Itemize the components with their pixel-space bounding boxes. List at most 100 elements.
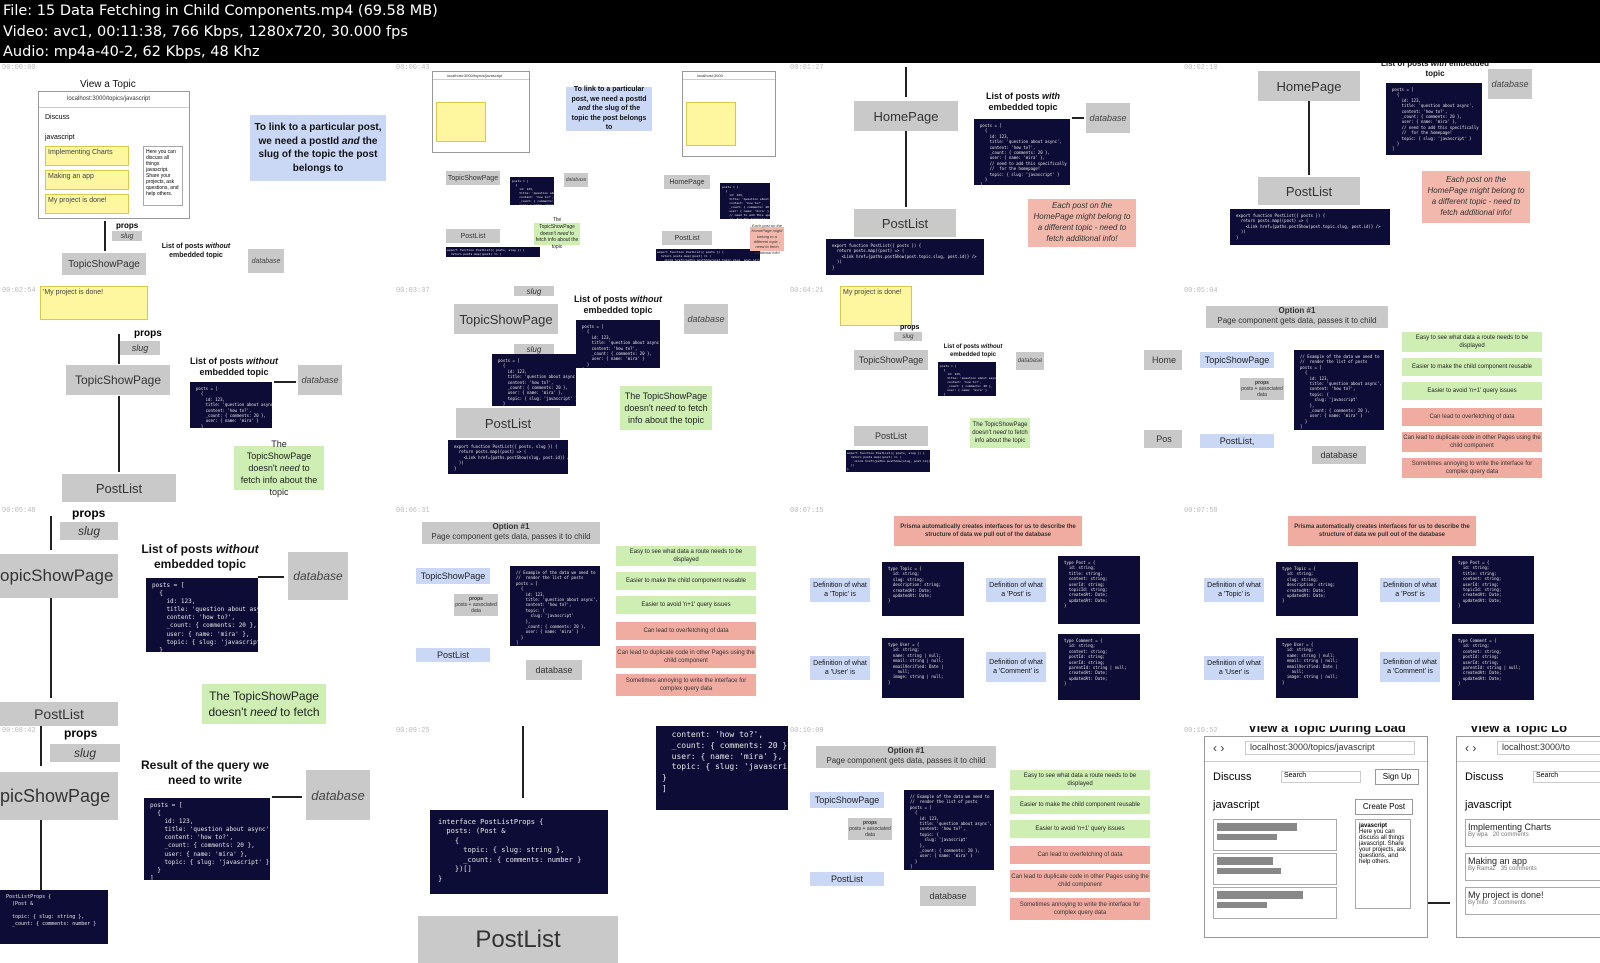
loading-skeleton bbox=[1213, 853, 1337, 885]
file-info-line: File: 15 Data Fetching in Child Componen… bbox=[3, 3, 438, 19]
note-topic-show-page: The TopicShowPage doesn't need to fetch … bbox=[970, 418, 1030, 448]
arrow bbox=[258, 576, 284, 578]
timestamp: 00:05:48 bbox=[2, 507, 36, 515]
thumbnail-tile[interactable]: 00:09:25 content: 'how to?', _count: { c… bbox=[394, 726, 788, 963]
post-list-box: PostList bbox=[456, 408, 560, 438]
thumbnail-tile[interactable]: 00:00:00 View a Topic localhost:3000/top… bbox=[0, 63, 394, 286]
pro-item: Easier to make the child component reusa… bbox=[1010, 796, 1150, 814]
post-item: My project is done! bbox=[45, 194, 129, 214]
pro-item: Easier to make the child component reusa… bbox=[1402, 358, 1542, 376]
code-block: posts = [ { id: 123, title: 'question ab… bbox=[190, 382, 272, 428]
thumbnail-grid: 00:00:00 View a Topic localhost:3000/top… bbox=[0, 63, 1600, 963]
code-block: type Topic = { id: string; slug: string;… bbox=[882, 562, 964, 616]
arrow bbox=[118, 396, 120, 472]
arrow bbox=[274, 381, 296, 383]
database-box: database bbox=[1086, 103, 1130, 133]
create-post-button[interactable]: Create Post bbox=[1355, 799, 1413, 815]
browser-mockup-loaded: ‹ › localhost:3000/to Discuss Search jav… bbox=[1456, 736, 1600, 938]
note-home-page: Each post on the HomePage might belong t… bbox=[1422, 171, 1530, 223]
code-block: export function PostList({ posts, slug }… bbox=[448, 440, 568, 474]
definition-user: Definition of what a 'User' is bbox=[810, 656, 870, 680]
thumbnail-tile[interactable]: 00:07:58 Prisma automatically creates in… bbox=[1182, 506, 1600, 726]
thumbnail-tile[interactable]: 00:10:52 View a Topic During Load ‹ › lo… bbox=[1182, 726, 1600, 963]
topic-show-page-box: TopicShowPage bbox=[446, 171, 500, 185]
database-box: database bbox=[288, 552, 348, 600]
sign-up-button[interactable]: Sign Up bbox=[1375, 769, 1419, 785]
home-page-box: HomePage bbox=[1258, 71, 1360, 101]
code-block: type Topic = { id: string; slug: string;… bbox=[1276, 562, 1358, 616]
note-topic-show-page: The TopicShowPage doesn't need to fetch … bbox=[534, 217, 580, 251]
thumbnail-tile[interactable]: 00:05:48 props slug opicShowPage List of… bbox=[0, 506, 394, 726]
url-input[interactable]: localhost:3000/topics/javascript bbox=[1245, 741, 1415, 755]
code-block: posts = [ { id: 123, title: 'question ab… bbox=[938, 362, 996, 396]
database-box: database bbox=[306, 770, 370, 820]
topic-show-page-box: TopicShowPage bbox=[66, 365, 170, 395]
post-item[interactable]: My project is done!By mito 3 comments bbox=[1465, 887, 1600, 915]
thumbnail-tile[interactable]: 00:03:37 slug TopicShowPage List of post… bbox=[394, 286, 788, 506]
topic-show-page-box: TopicShowPage bbox=[416, 568, 490, 584]
database-box: database bbox=[526, 660, 582, 680]
topic-show-page-box: TopicShowPage bbox=[62, 253, 146, 275]
back-forward-icon[interactable]: ‹ › bbox=[1213, 741, 1225, 755]
code-block: posts = [ { id: 123, title: 'question ab… bbox=[146, 578, 258, 652]
definition-topic: Definition of what a 'Topic' is bbox=[1204, 578, 1264, 602]
topic-show-page-box: TopicShowPage bbox=[1200, 352, 1274, 368]
thumbnail-tile[interactable]: 00:04:21 My project is done! props slug … bbox=[788, 286, 1182, 506]
timestamp: 00:00:43 bbox=[396, 64, 430, 72]
slug-label: slug bbox=[50, 744, 120, 762]
home-page-box: HomePage bbox=[854, 101, 958, 131]
note-topic-show-page: The TopicShowPage doesn't need to fetch bbox=[202, 684, 326, 724]
mockup-title: View a Topic Lo bbox=[1470, 726, 1568, 735]
thumbnail-tile[interactable]: 00:00:43 localhost:3000/topics/javascrip… bbox=[394, 63, 788, 286]
search-input[interactable]: Search bbox=[1281, 771, 1361, 783]
thumbnail-tile[interactable]: 00:08:42 props slug picShowPage Result o… bbox=[0, 726, 394, 963]
con-item: Sometimes annoying to write the interfac… bbox=[616, 674, 756, 696]
pro-item: Easier to avoid 'n+1' query issues bbox=[1402, 382, 1542, 400]
file-info-header: File: 15 Data Fetching in Child Componen… bbox=[0, 0, 1600, 63]
home-page-box: Home bbox=[1144, 350, 1182, 370]
code-block: export function PostList({ posts, slug }… bbox=[846, 450, 930, 472]
nav-bar: ‹ › localhost:3000/to bbox=[1457, 737, 1600, 762]
timestamp: 00:03:37 bbox=[396, 287, 430, 295]
list-label: List of posts without embedded topic bbox=[141, 542, 259, 571]
nav-bar: ‹ › localhost:3000/topics/javascript bbox=[1205, 737, 1427, 762]
timestamp: 00:10:52 bbox=[1184, 727, 1218, 735]
definition-post: Definition of what a 'Post' is bbox=[1380, 578, 1440, 602]
back-forward-icon[interactable]: ‹ › bbox=[1465, 741, 1477, 755]
mockup-title: View a Topic bbox=[80, 79, 136, 90]
code-block: export function PostList({ posts }) { re… bbox=[656, 249, 760, 261]
thumbnail-tile[interactable]: 00:07:15 Prisma automatically creates in… bbox=[788, 506, 1182, 726]
con-item: Sometimes annoying to write the interfac… bbox=[1402, 458, 1542, 478]
thumbnail-tile[interactable]: 00:02:54 'My project is done! props slug… bbox=[0, 286, 394, 506]
timestamp: 00:07:15 bbox=[790, 507, 824, 515]
database-box: database bbox=[1016, 352, 1044, 370]
code-block: posts = [ { id: 123, title: 'question ab… bbox=[492, 354, 576, 406]
timestamp: 00:06:31 bbox=[396, 507, 430, 515]
search-input[interactable]: Search bbox=[1533, 771, 1600, 783]
list-label: List of posts without embedded topic bbox=[190, 356, 278, 378]
database-box: database bbox=[920, 886, 976, 906]
discuss-label: Discuss bbox=[1465, 771, 1504, 783]
prisma-note: Prisma automatically creates interfaces … bbox=[1288, 516, 1476, 546]
code-block: type Post = { id: string; title: string;… bbox=[1058, 556, 1140, 624]
thumbnail-tile[interactable]: 00:01:27 HomePage List of posts with emb… bbox=[788, 63, 1182, 286]
video-info-line: Video: avc1, 00:11:38, 766 Kbps, 1280x72… bbox=[3, 23, 408, 40]
pro-item: Easy to see what data a route needs to b… bbox=[616, 546, 756, 566]
post-list-box: PostList bbox=[0, 702, 118, 726]
url-bar: localhost:3000/topics/javascript bbox=[433, 72, 529, 80]
database-box: database bbox=[1488, 69, 1532, 99]
post-list-box: PostList bbox=[1258, 177, 1360, 205]
timestamp: 00:02:10 bbox=[1184, 64, 1218, 72]
thumbnail-tile[interactable]: 00:02:10 HomePage List of posts with emb… bbox=[1182, 63, 1600, 286]
url-input[interactable]: localhost:3000/to bbox=[1497, 741, 1600, 755]
arrow bbox=[40, 820, 42, 940]
code-block: type Post = { id: string; title: string;… bbox=[1452, 556, 1534, 624]
